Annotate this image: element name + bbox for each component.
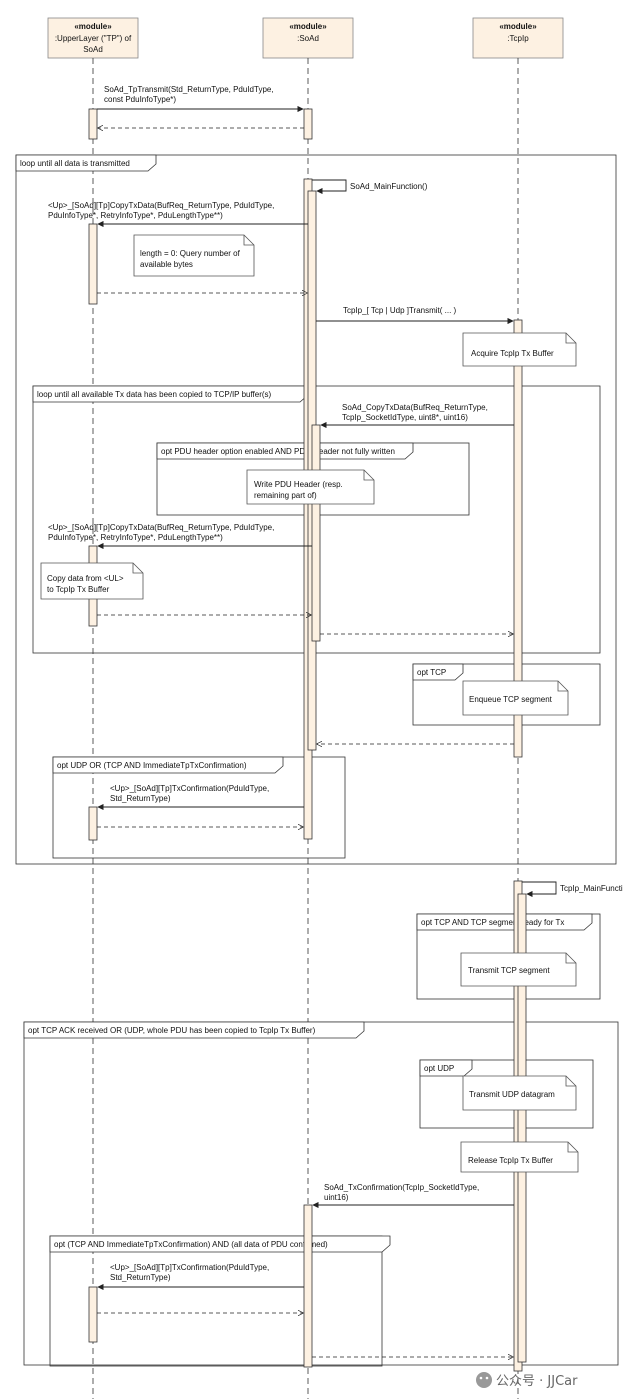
message-label: TcpIp_MainFuncti xyxy=(560,884,623,893)
note-release-buffer: Release TcpIp Tx Buffer xyxy=(460,1141,579,1173)
fragment-opt-ack-received: opt TCP ACK received OR (UDP, whole PDU … xyxy=(23,1021,619,1366)
watermark: 公众号 · JJCar xyxy=(476,1372,578,1389)
activation-bar xyxy=(88,1286,98,1343)
message-soad-tptransmit: SoAd_TpTransmit(Std_ReturnType, PduIdTyp… xyxy=(97,85,304,113)
message-label: TcpIp_[ Tcp | Udp ]Transmit( ... ) xyxy=(343,306,457,315)
note-query-length: length = 0: Query number of available by… xyxy=(133,234,255,277)
participant-stereotype: «module» xyxy=(289,22,327,31)
activation-bar xyxy=(88,223,98,305)
participant-name: :TcpIp xyxy=(507,34,529,43)
message-soad-mainfunction: SoAd_MainFunction() xyxy=(312,179,428,195)
message-label: SoAd_CopyTxData(BufReq_ReturnType, xyxy=(342,403,488,412)
participant-stereotype: «module» xyxy=(74,22,112,31)
fragment-opt-udp-or-tcp: opt UDP OR (TCP AND ImmediateTpTxConfirm… xyxy=(52,756,346,859)
message-label: <Up>_[SoAd][Tp]TxConfirmation(PduIdType, xyxy=(110,784,269,793)
message-txconfirmation-immediate: <Up>_[SoAd][Tp]TxConfirmation(PduIdType,… xyxy=(97,784,304,811)
note-text: Transmit UDP datagram xyxy=(469,1090,555,1099)
message-soad-copytxdata: SoAd_CopyTxData(BufReq_ReturnType, TcpIp… xyxy=(320,403,514,429)
fragment-opt-udp: opt UDP xyxy=(419,1059,594,1129)
note-copy-data: Copy data from <UL> to TcpIp Tx Buffer xyxy=(40,562,144,600)
note-text: Acquire TcpIp Tx Buffer xyxy=(471,349,554,358)
message-label: SoAd_MainFunction() xyxy=(350,182,428,191)
fragment-label: opt PDU header option enabled AND PDU He… xyxy=(161,447,395,456)
message-label-line2: Std_ReturnType) xyxy=(110,794,171,803)
note-write-pdu-header: Write PDU Header (resp. remaining part o… xyxy=(246,469,375,505)
participant-name: :SoAd xyxy=(297,34,319,43)
message-soad-txconfirmation: SoAd_TxConfirmation(TcpIp_SocketIdType, … xyxy=(312,1183,514,1209)
fragment-opt-tcp: opt TCP xyxy=(412,663,601,726)
note-text: Release TcpIp Tx Buffer xyxy=(468,1156,553,1165)
message-txconfirmation-final: <Up>_[SoAd][Tp]TxConfirmation(PduIdType,… xyxy=(97,1263,304,1291)
participant-upper-layer: «module» :UpperLayer ("TP") of SoAd xyxy=(47,17,139,59)
note-acquire-buffer: Acquire TcpIp Tx Buffer xyxy=(462,332,577,367)
note-text: Enqueue TCP segment xyxy=(469,695,553,704)
activation-bar xyxy=(88,108,98,140)
fragment-opt-tcp-segment-ready: opt TCP AND TCP segment ready for Tx xyxy=(416,913,601,1000)
participant-tcpip: «module» :TcpIp xyxy=(472,17,564,59)
message-label: <Up>_[SoAd][Tp]TxConfirmation(PduIdType, xyxy=(110,1263,269,1272)
message-label-line2: PduInfoType*, RetryInfoType*, PduLengthT… xyxy=(48,533,223,542)
message-tcpip-transmit: TcpIp_[ Tcp | Udp ]Transmit( ... ) xyxy=(316,306,514,325)
fragment-label: opt TCP ACK received OR (UDP, whole PDU … xyxy=(28,1026,316,1035)
note-text: Copy data from <UL> xyxy=(47,574,124,583)
fragment-label: opt TCP xyxy=(417,668,446,677)
fragment-label: loop until all available Tx data has bee… xyxy=(37,390,272,399)
note-transmit-tcp: Transmit TCP segment xyxy=(460,952,577,987)
message-label: SoAd_TxConfirmation(TcpIp_SocketIdType, xyxy=(324,1183,479,1192)
activation-bar xyxy=(311,424,321,642)
participant-soad: «module» :SoAd xyxy=(262,17,354,59)
note-text: Write PDU Header (resp. xyxy=(254,480,343,489)
fragment-label: loop until all data is transmitted xyxy=(20,159,130,168)
fragment-loop-all-data: loop until all data is transmitted xyxy=(15,154,617,865)
message-label-line2: const PduInfoType*) xyxy=(104,95,176,104)
message-label: SoAd_TpTransmit(Std_ReturnType, PduIdTyp… xyxy=(104,85,274,94)
message-copytxdata-query: <Up>_[SoAd][Tp]CopyTxData(BufReq_ReturnT… xyxy=(48,201,308,228)
activation-bar xyxy=(513,319,523,758)
message-label-line2: uint16) xyxy=(324,1193,349,1202)
message-label-line2: Std_ReturnType) xyxy=(110,1273,171,1282)
message-label-line2: TcpIp_SocketIdType, uint8*, uint16) xyxy=(342,413,468,422)
message-copytxdata-data: <Up>_[SoAd][Tp]CopyTxData(BufReq_ReturnT… xyxy=(48,523,312,550)
fragment-label: opt UDP xyxy=(424,1064,454,1073)
note-text-line2: remaining part of) xyxy=(254,491,317,500)
participant-name: :UpperLayer ("TP") of xyxy=(55,34,132,43)
fragment-label: opt UDP OR (TCP AND ImmediateTpTxConfirm… xyxy=(57,761,247,770)
participant-stereotype: «module» xyxy=(499,22,537,31)
message-label: <Up>_[SoAd][Tp]CopyTxData(BufReq_ReturnT… xyxy=(48,523,274,532)
activation-bar xyxy=(303,1204,313,1368)
fragment-label: opt (TCP AND ImmediateTpTxConfirmation) … xyxy=(54,1240,328,1249)
note-transmit-udp: Transmit UDP datagram xyxy=(462,1075,577,1111)
message-label-line2: PduInfoType*, RetryInfoType*, PduLengthT… xyxy=(48,211,223,220)
activation-bar xyxy=(517,893,527,1363)
note-text: Transmit TCP segment xyxy=(468,966,550,975)
note-text: length = 0: Query number of xyxy=(140,249,241,258)
activation-bar xyxy=(303,108,313,140)
fragment-opt-all-confirmed: opt (TCP AND ImmediateTpTxConfirmation) … xyxy=(49,1235,391,1367)
activation-bar xyxy=(88,806,98,841)
message-label: <Up>_[SoAd][Tp]CopyTxData(BufReq_ReturnT… xyxy=(48,201,274,210)
watermark-text: 公众号 · JJCar xyxy=(496,1374,578,1389)
note-enqueue-tcp: Enqueue TCP segment xyxy=(462,680,569,716)
message-tcpip-mainfunction: TcpIp_MainFuncti xyxy=(522,881,623,898)
note-text-line2: to TcpIp Tx Buffer xyxy=(47,585,110,594)
participant-name-line2: SoAd xyxy=(83,45,103,54)
fragment-label: opt TCP AND TCP segment ready for Tx xyxy=(421,918,564,927)
note-text-line2: available bytes xyxy=(140,260,193,269)
